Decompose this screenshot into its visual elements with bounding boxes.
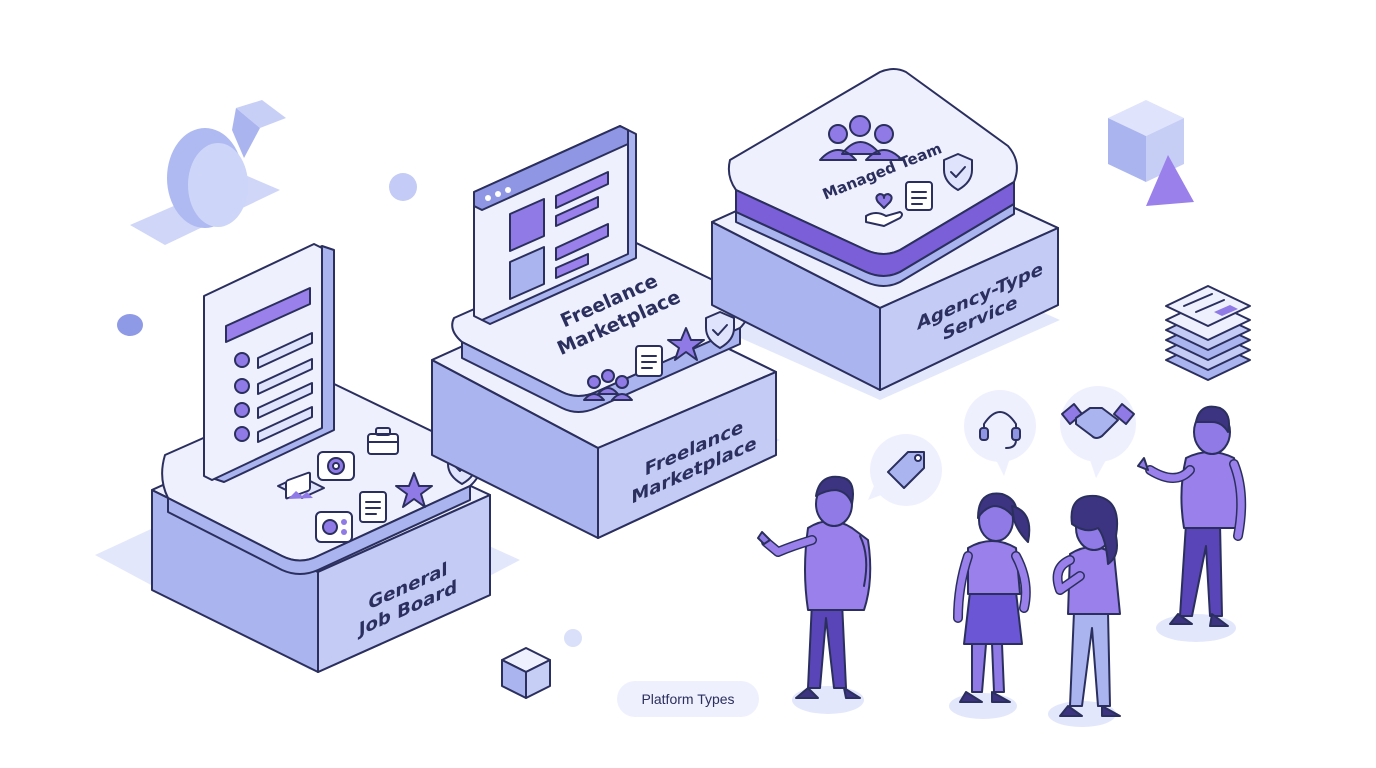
handshake-icon: [1061, 403, 1135, 439]
shield-check-icon: [705, 311, 735, 349]
decorative-shapes-right: [1108, 100, 1194, 206]
person-woman-ponytail: [953, 492, 1031, 703]
star-icon: [395, 472, 433, 508]
document-icon: [635, 345, 663, 377]
users-icon: [819, 115, 903, 161]
headset-icon: [983, 411, 1017, 433]
briefcase-icon: [367, 433, 399, 455]
person-man-right: [1137, 405, 1247, 627]
person-man-left: [757, 475, 872, 699]
caption-badge: Platform Types: [617, 681, 759, 717]
image-icon: [288, 491, 313, 499]
tile-gear: [317, 451, 355, 481]
server-stack-icon: [1165, 285, 1251, 381]
users-icon: [583, 369, 633, 401]
checklist-items: [234, 332, 313, 443]
shield-check-icon: [943, 153, 973, 191]
star-icon: [667, 327, 705, 361]
platform-freelance-marketplace: Freelance Marketplace Freelance Marketpl…: [431, 125, 777, 539]
tile-profile: [315, 511, 353, 543]
small-cube: [501, 647, 551, 699]
price-tag-icon: [887, 451, 925, 489]
tile-image: [277, 471, 325, 500]
bubble-handshake: [1060, 386, 1136, 478]
bubble-headset: [964, 390, 1036, 476]
tile-briefcase: [367, 427, 399, 455]
bubble-price-tag: [868, 434, 942, 506]
platform-agency-type-service: Managed Team Agency-Type Service: [711, 68, 1059, 391]
heart-hand-icon: [865, 193, 903, 227]
person-woman-long-hair: [1052, 494, 1121, 717]
tile-document: [359, 491, 387, 523]
decorative-shapes-left: [117, 100, 582, 647]
document-icon: [905, 181, 933, 211]
